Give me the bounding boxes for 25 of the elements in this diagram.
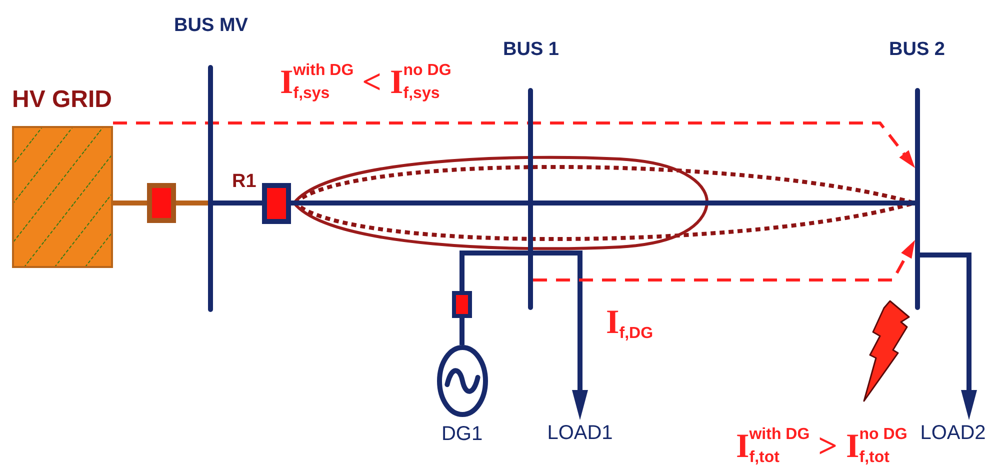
bus-label: BUS 2 [888, 38, 946, 62]
grid-label: HV GRID [12, 86, 113, 114]
circuit-breaker [262, 183, 291, 224]
load-label: LOAD2 [919, 420, 987, 446]
load-label: LOAD1 [545, 420, 615, 446]
bus-bar [528, 88, 533, 310]
arrow [533, 250, 588, 420]
circuit-breaker [147, 183, 176, 223]
power-line [113, 200, 147, 206]
arrow [920, 252, 977, 420]
bus-bar [208, 65, 213, 312]
dashed-arrow [113, 122, 915, 168]
circuit-breaker [452, 291, 472, 318]
power-line [213, 200, 262, 206]
generator-label: DG1 [440, 422, 484, 446]
current-formula: I$_{f,DG}$ [606, 303, 654, 344]
power-line [460, 250, 528, 291]
power-line [460, 318, 464, 345]
bus-label: BUS MV [173, 14, 249, 38]
bus-bar [915, 88, 920, 310]
breaker-label: R1 [232, 170, 258, 194]
generator-symbol [437, 345, 488, 417]
power-line [176, 200, 208, 206]
dashed-arrow [533, 240, 915, 282]
bus-label: BUS 1 [502, 38, 560, 62]
